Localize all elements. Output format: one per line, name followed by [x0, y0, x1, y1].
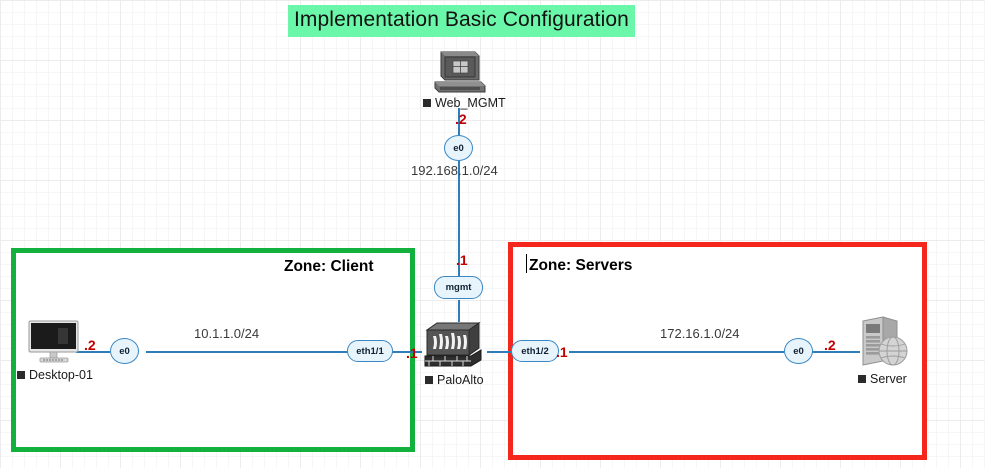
server-tower-icon[interactable] — [857, 315, 913, 371]
device-label-text: PaloAlto — [437, 373, 484, 387]
link-e0-to-server[interactable] — [812, 351, 860, 353]
device-label-text: Web_MGMT — [435, 96, 506, 110]
interface-badge-eth1-2[interactable]: eth1/2 — [511, 340, 559, 362]
link-fwmgmt-to-firewall[interactable] — [458, 300, 460, 322]
interface-badge-web-mgmt-e0[interactable]: e0 — [444, 135, 473, 161]
firewall-icon[interactable] — [421, 320, 487, 370]
zone-label-servers: Zone: Servers — [529, 257, 633, 274]
octet-eth1-2: .1 — [556, 344, 568, 360]
interface-badge-server-e0[interactable]: e0 — [784, 338, 813, 364]
device-label-web-mgmt: Web_MGMT — [423, 96, 506, 110]
label-bullet — [423, 99, 431, 107]
link-e0-to-eth1-1[interactable] — [146, 351, 349, 353]
subnet-label-servers: 172.16.1.0/24 — [660, 326, 740, 341]
link-webmgmt-to-e0[interactable] — [458, 108, 460, 136]
link-firewall-to-eth1-2[interactable] — [487, 351, 511, 353]
subnet-label-client: 10.1.1.0/24 — [194, 326, 260, 341]
link-eth1-2-to-server-e0[interactable] — [569, 351, 784, 353]
device-label-server: Server — [858, 372, 907, 386]
desktop-computer-icon[interactable] — [429, 50, 489, 100]
device-label-paloalto: PaloAlto — [425, 373, 484, 387]
page-title: Implementation Basic Configuration — [288, 5, 635, 37]
interface-badge-desktop-e0[interactable]: e0 — [110, 338, 139, 364]
octet-desktop: .2 — [84, 337, 96, 353]
interface-badge-eth1-1[interactable]: eth1/1 — [347, 340, 393, 362]
link-desktop-to-e0[interactable] — [76, 351, 110, 353]
link-eth1-1-to-firewall[interactable] — [392, 351, 422, 353]
label-bullet — [17, 371, 25, 379]
device-label-desktop-01: Desktop-01 — [17, 368, 93, 382]
label-bullet — [858, 375, 866, 383]
subnet-label-mgmt: 192.168.1.0/24 — [411, 163, 498, 178]
octet-fw-mgmt: .1 — [456, 252, 468, 268]
device-label-text: Server — [870, 372, 907, 386]
monitor-icon[interactable] — [28, 320, 79, 366]
zone-label-client: Zone: Client — [284, 258, 374, 275]
octet-server: .2 — [824, 337, 836, 353]
label-bullet — [425, 376, 433, 384]
link-e0-to-fw-mgmt[interactable] — [458, 160, 460, 276]
device-label-text: Desktop-01 — [29, 368, 93, 382]
octet-eth1-1: .1 — [406, 345, 418, 361]
text-cursor — [526, 254, 527, 273]
interface-badge-fw-mgmt[interactable]: mgmt — [434, 276, 483, 299]
octet-web-mgmt: .2 — [455, 111, 467, 127]
